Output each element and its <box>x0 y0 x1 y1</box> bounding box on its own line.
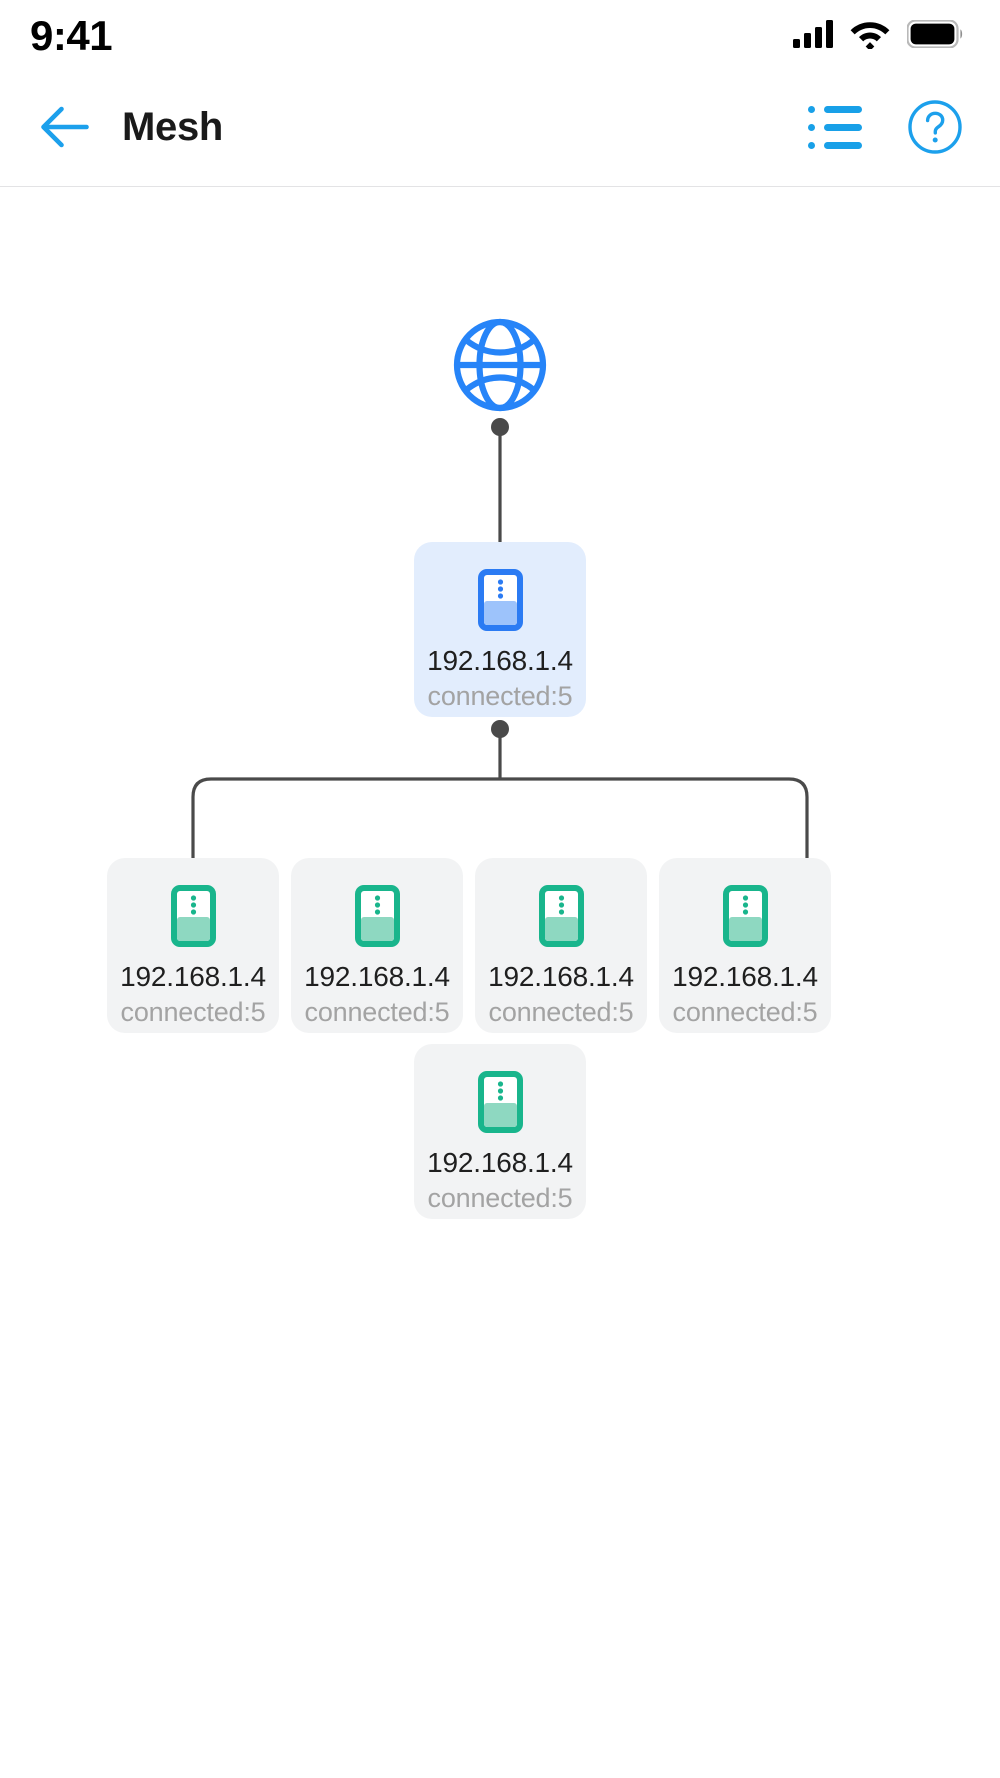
connector-dot-internet <box>491 418 509 436</box>
mesh-node-icon-wrap <box>354 885 400 947</box>
mesh-node-icon <box>477 1071 523 1133</box>
root-node-card[interactable]: 192.168.1.4 connected:5 <box>414 542 586 717</box>
mesh-node-icon-wrap <box>170 885 216 947</box>
navbar-left-group: Mesh <box>38 99 806 155</box>
mesh-node-icon-wrap <box>538 885 584 947</box>
node-status-label: connected:5 <box>120 997 266 1028</box>
node-ip-address: 192.168.1.4 <box>672 961 818 992</box>
back-arrow-icon <box>41 106 89 148</box>
router-icon <box>477 569 523 631</box>
node-ip-address: 192.168.1.4 <box>427 645 573 676</box>
list-view-button[interactable] <box>806 98 864 156</box>
connector-child-bus <box>191 777 809 858</box>
list-view-icon <box>808 105 862 149</box>
status-time: 9:41 <box>30 12 113 59</box>
status-bar: 9:41 <box>0 0 1000 68</box>
back-button[interactable] <box>38 99 94 155</box>
navigation-bar: Mesh <box>0 68 1000 187</box>
battery-full-icon <box>907 20 963 48</box>
globe-icon <box>453 318 547 412</box>
mesh-node-icon <box>170 885 216 947</box>
root-node-icon-wrap <box>477 569 523 631</box>
mesh-node-card[interactable]: 192.168.1.4 connected:5 <box>107 858 279 1033</box>
mesh-node-icon-wrap <box>477 1071 523 1133</box>
node-ip-address: 192.168.1.4 <box>427 1147 573 1178</box>
cellular-signal-icon <box>793 20 833 48</box>
node-status-label: connected:5 <box>488 997 634 1028</box>
node-ip-address: 192.168.1.4 <box>488 961 634 992</box>
connector-dot-root <box>491 720 509 738</box>
mesh-node-card[interactable]: 192.168.1.4 connected:5 <box>659 858 831 1033</box>
mesh-node-icon <box>722 885 768 947</box>
node-status-label: connected:5 <box>427 1183 573 1214</box>
mesh-node-icon-wrap <box>722 885 768 947</box>
mesh-node-icon <box>538 885 584 947</box>
node-ip-address: 192.168.1.4 <box>120 961 266 992</box>
mesh-topology-canvas: 192.168.1.4 connected:5 192.168.1.4 conn… <box>0 187 1000 1778</box>
wifi-icon <box>850 21 890 49</box>
mesh-node-card[interactable]: 192.168.1.4 connected:5 <box>475 858 647 1033</box>
node-status-label: connected:5 <box>304 997 450 1028</box>
mesh-node-card[interactable]: 192.168.1.4 connected:5 <box>414 1044 586 1219</box>
help-circle-icon <box>908 100 962 154</box>
mesh-node-icon <box>354 885 400 947</box>
internet-node[interactable] <box>452 317 548 413</box>
node-ip-address: 192.168.1.4 <box>304 961 450 992</box>
node-status-label: connected:5 <box>672 997 818 1028</box>
navbar-right-group <box>806 98 964 156</box>
status-icons <box>793 20 964 49</box>
node-status-label: connected:5 <box>427 681 573 712</box>
help-button[interactable] <box>906 98 964 156</box>
page-title: Mesh <box>122 104 224 149</box>
mesh-node-card[interactable]: 192.168.1.4 connected:5 <box>291 858 463 1033</box>
